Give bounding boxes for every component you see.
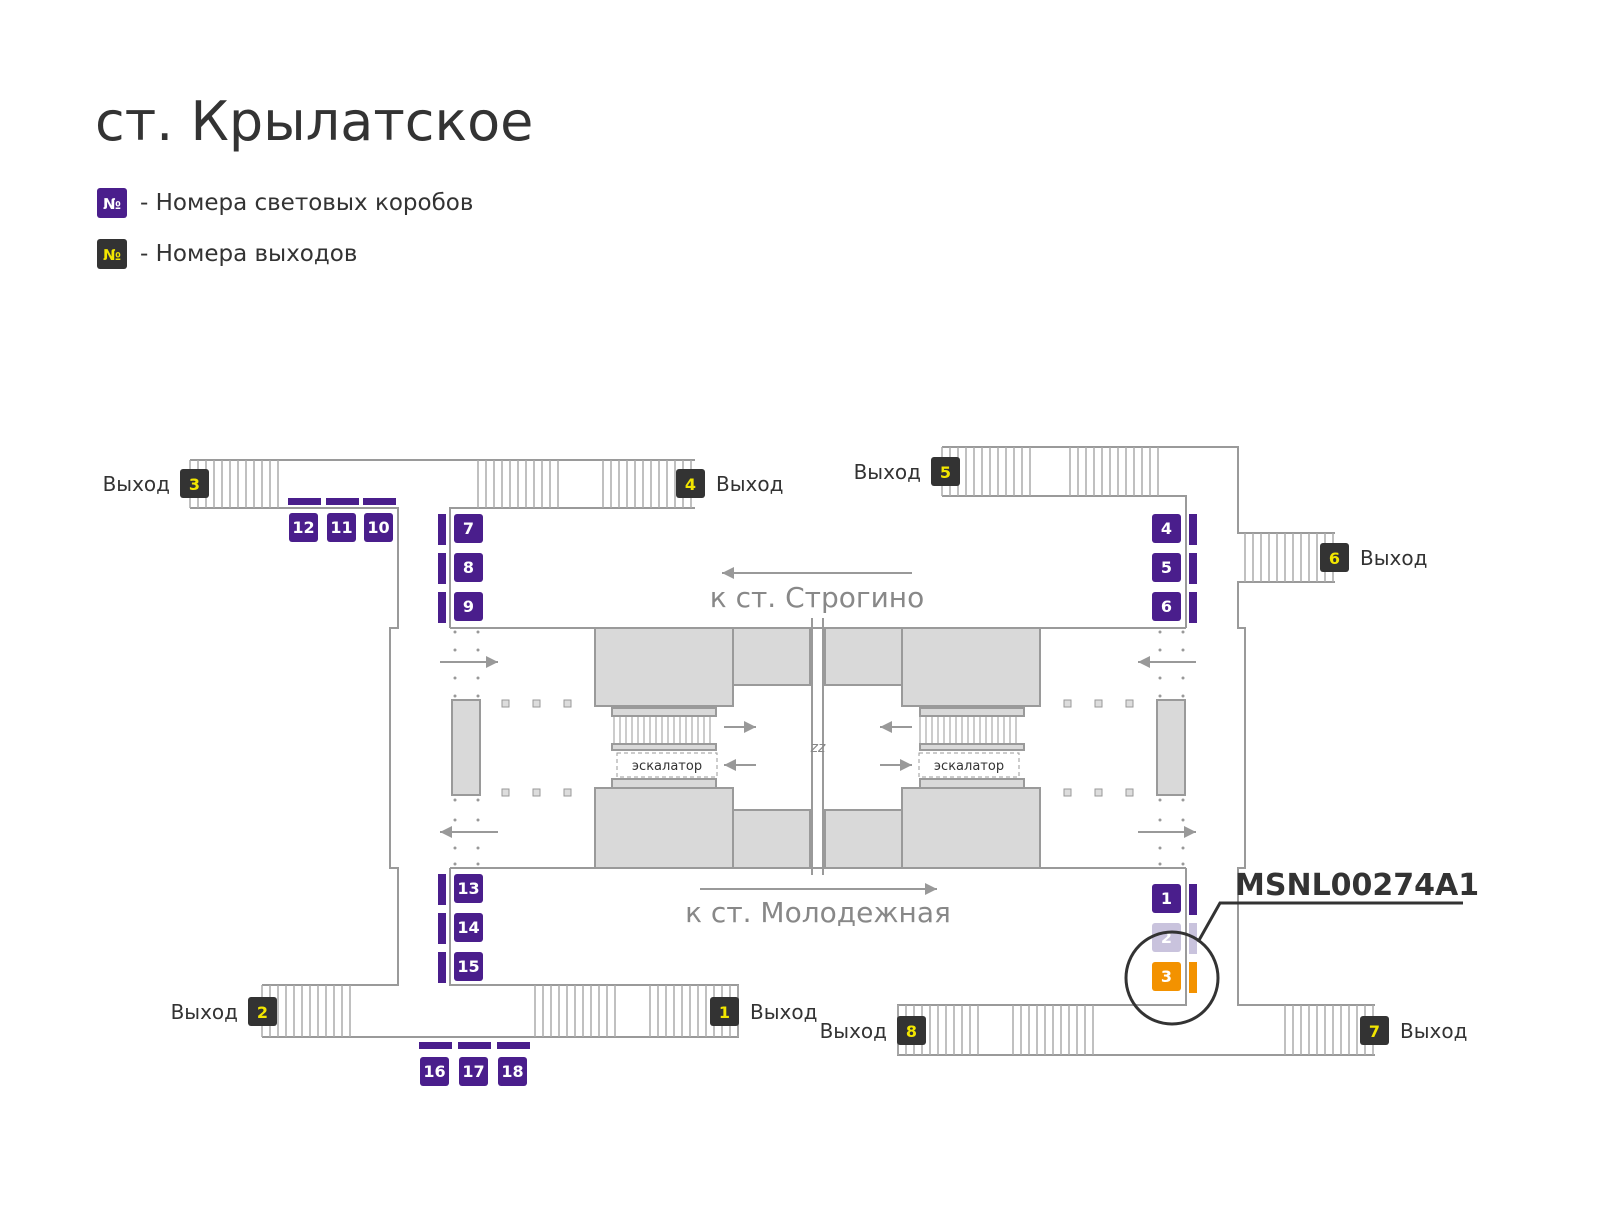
lightbox-7[interactable]: 7 bbox=[438, 514, 483, 545]
station-walls bbox=[190, 446, 1375, 1056]
exit-number: 2 bbox=[257, 1003, 268, 1022]
direction-molodezhnaya: к ст. Молодежная bbox=[685, 896, 951, 929]
lightbox-15[interactable]: 15 bbox=[438, 952, 483, 983]
exit-number: 7 bbox=[1369, 1022, 1380, 1041]
legend-lightbox: № - Номера световых коробов bbox=[97, 188, 473, 218]
exit-label: Выход bbox=[820, 1019, 887, 1043]
legend-exit-symbol: № bbox=[103, 246, 121, 264]
exit-number: 3 bbox=[189, 475, 200, 494]
exit-3[interactable]: 3 Выход bbox=[103, 469, 209, 498]
exit-6[interactable]: 6 Выход bbox=[1320, 543, 1427, 572]
lightbox-3[interactable]: 3 bbox=[1152, 962, 1197, 993]
lightbox-1[interactable]: 1 bbox=[1152, 884, 1197, 915]
lightbox-10[interactable]: 10 bbox=[363, 498, 396, 542]
exit-number: 1 bbox=[719, 1003, 730, 1022]
lightbox-number: 12 bbox=[292, 518, 314, 537]
lightbox-number: 3 bbox=[1161, 967, 1172, 986]
lightbox-2[interactable]: 2 bbox=[1152, 923, 1197, 954]
stairs bbox=[189, 447, 1374, 1055]
highlight-code: MSNL00274A1 bbox=[1235, 868, 1479, 903]
lightbox-5[interactable]: 5 bbox=[1152, 553, 1197, 584]
exit-8[interactable]: 8 Выход bbox=[820, 1016, 926, 1045]
lightbox-number: 17 bbox=[462, 1062, 484, 1081]
lightbox-number: 2 bbox=[1161, 928, 1172, 947]
lightbox-number: 8 bbox=[463, 558, 474, 577]
exit-4[interactable]: 4 Выход bbox=[676, 469, 783, 498]
lightbox-number: 10 bbox=[367, 518, 389, 537]
track-break-mark: zz bbox=[810, 740, 826, 756]
exit-5[interactable]: 5 Выход bbox=[854, 457, 960, 486]
exit-label: Выход bbox=[103, 472, 170, 496]
exit-label: Выход bbox=[171, 1000, 238, 1024]
exit-label: Выход bbox=[854, 460, 921, 484]
exit-label: Выход bbox=[1360, 546, 1427, 570]
lightbox-number: 1 bbox=[1161, 889, 1172, 908]
exit-number: 8 bbox=[906, 1022, 917, 1041]
exit-1[interactable]: 1 Выход bbox=[710, 997, 817, 1026]
exit-7[interactable]: 7 Выход bbox=[1360, 1016, 1467, 1045]
exit-2[interactable]: 2 Выход bbox=[171, 997, 277, 1026]
lightbox-18[interactable]: 18 bbox=[497, 1042, 530, 1086]
highlight-callout: MSNL00274A1 bbox=[1124, 868, 1479, 1026]
page-title: ст. Крылатское bbox=[95, 90, 533, 153]
lightbox-12[interactable]: 12 bbox=[288, 498, 321, 542]
escalator-label: эскалатор bbox=[632, 759, 702, 774]
lightbox-6[interactable]: 6 bbox=[1152, 592, 1197, 623]
exit-label: Выход bbox=[1400, 1019, 1467, 1043]
legend-lightbox-symbol: № bbox=[103, 195, 121, 213]
lightbox-13[interactable]: 13 bbox=[438, 874, 483, 905]
escalator-label: эскалатор bbox=[934, 759, 1004, 774]
lightbox-9[interactable]: 9 bbox=[438, 592, 483, 623]
exit-label: Выход bbox=[716, 472, 783, 496]
lightbox-number: 14 bbox=[457, 918, 479, 937]
lightbox-17[interactable]: 17 bbox=[458, 1042, 491, 1086]
exit-number: 5 bbox=[940, 463, 951, 482]
exit-number: 6 bbox=[1329, 549, 1340, 568]
lightbox-14[interactable]: 14 bbox=[438, 913, 483, 944]
lightbox-number: 6 bbox=[1161, 597, 1172, 616]
lightbox-number: 16 bbox=[423, 1062, 445, 1081]
legend-exit-text: - Номера выходов bbox=[140, 241, 357, 267]
lightbox-number: 15 bbox=[457, 957, 479, 976]
lightbox-11[interactable]: 11 bbox=[326, 498, 359, 542]
lightbox-number: 18 bbox=[501, 1062, 523, 1081]
legend-exit: № - Номера выходов bbox=[97, 239, 357, 269]
lightbox-number: 7 bbox=[463, 519, 474, 538]
lightbox-number: 4 bbox=[1161, 519, 1172, 538]
lightbox-4[interactable]: 4 bbox=[1152, 514, 1197, 545]
lightbox-number: 13 bbox=[457, 879, 479, 898]
platform: zz эскалатор эскалатор bbox=[440, 567, 1196, 895]
exit-label: Выход bbox=[750, 1000, 817, 1024]
legend-lightbox-text: - Номера световых коробов bbox=[140, 190, 473, 216]
exit-number: 4 bbox=[685, 475, 696, 494]
direction-strogino: к ст. Строгино bbox=[710, 581, 924, 614]
lightbox-16[interactable]: 16 bbox=[419, 1042, 452, 1086]
lightbox-number: 11 bbox=[330, 518, 352, 537]
lightbox-number: 5 bbox=[1161, 558, 1172, 577]
lightbox-8[interactable]: 8 bbox=[438, 553, 483, 584]
lightbox-number: 9 bbox=[463, 597, 474, 616]
